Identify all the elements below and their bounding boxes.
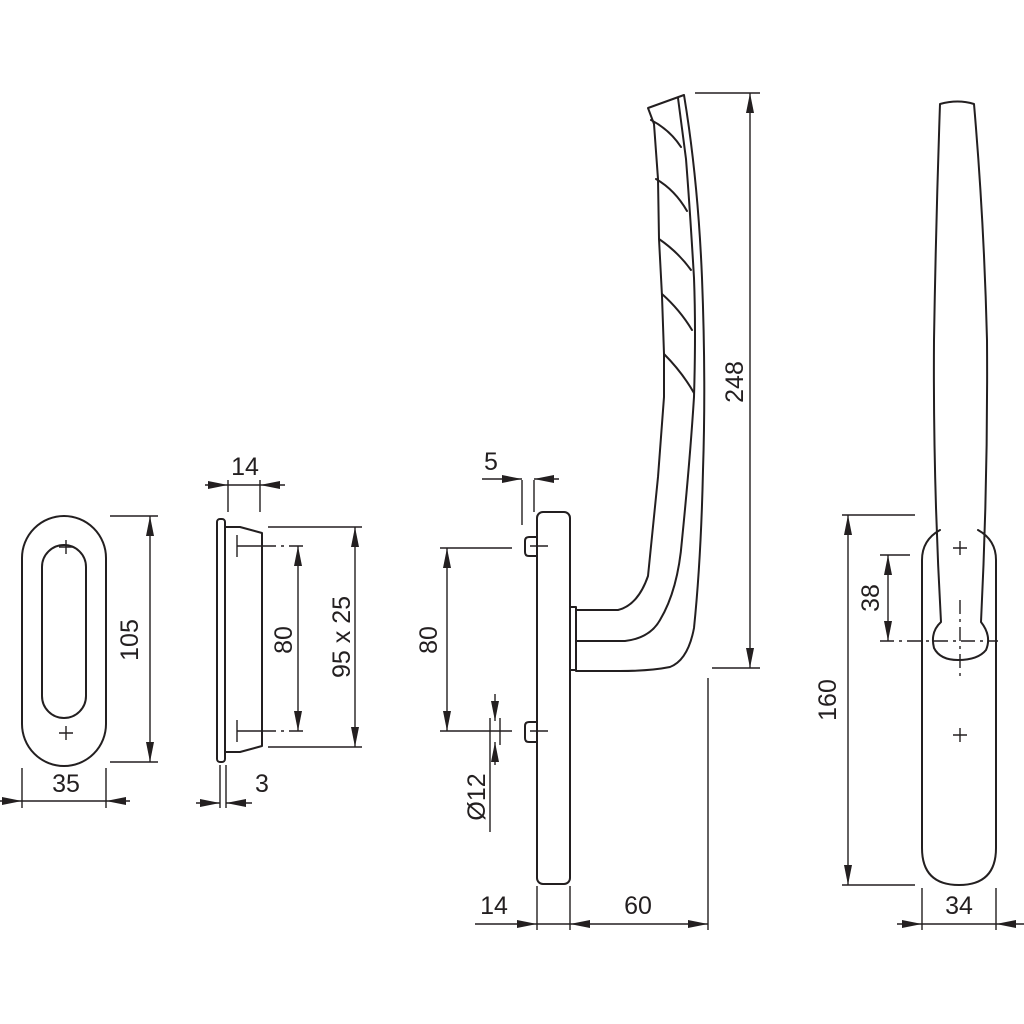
dim-80-label: 80 <box>270 626 298 654</box>
hole-cross-top <box>953 541 967 555</box>
dim-d12-label: Ø12 <box>463 773 491 820</box>
handle-grip-profile <box>575 94 706 672</box>
dim-5-extensions <box>521 480 535 525</box>
hole-cross-top <box>59 540 73 554</box>
rosette-front-view: 105 35 <box>0 515 158 808</box>
handle-front-plate <box>921 529 997 886</box>
handle-plate <box>536 511 571 885</box>
fixing-knob-top <box>524 536 538 557</box>
dim-160-label: 160 <box>814 679 842 721</box>
rosette-side-view: 80 95 x 25 14 3 <box>196 453 362 808</box>
rosette-plate <box>216 518 226 763</box>
dim-95x25-extensions <box>268 526 362 748</box>
dim-160-extensions <box>842 514 915 886</box>
dim-248-label: 248 <box>721 361 749 403</box>
handle-front-lever <box>931 100 990 661</box>
handle-side-view: 248 5 80 Ø12 14 60 <box>415 92 760 930</box>
dim-60-label: 60 <box>624 892 652 920</box>
handle-front-view: 160 38 34 <box>814 100 1024 930</box>
knob-centerlines <box>530 545 548 732</box>
dim-14-label: 14 <box>231 453 259 481</box>
spindle-centerlines <box>880 600 998 680</box>
dim-5-label: 5 <box>484 448 498 476</box>
handle-grip-ridges <box>650 119 695 394</box>
dim-34-label: 34 <box>945 892 973 920</box>
handle-middle-line <box>575 97 696 642</box>
dim-95x25-label: 95 x 25 <box>328 596 356 678</box>
dim-35-label: 35 <box>52 770 80 798</box>
handle-neck <box>569 606 577 671</box>
rosette-bosses <box>236 535 262 742</box>
dim-3-extensions <box>219 765 227 808</box>
dim-105-label: 105 <box>116 619 144 661</box>
dim-38-label: 38 <box>857 584 885 612</box>
rosette-slot <box>41 544 87 719</box>
dim-80-label: 80 <box>415 626 443 654</box>
dim-3-label: 3 <box>255 770 269 798</box>
dim-14-label: 14 <box>480 892 508 920</box>
rosette-body <box>224 526 263 753</box>
rosette-outline <box>21 515 107 767</box>
fixing-knob-bottom <box>524 721 538 743</box>
dim-d12-extensions <box>489 718 501 832</box>
dim-80-extensions <box>440 547 512 732</box>
hole-cross-bottom <box>953 728 967 742</box>
hole-cross-bottom <box>59 726 73 740</box>
